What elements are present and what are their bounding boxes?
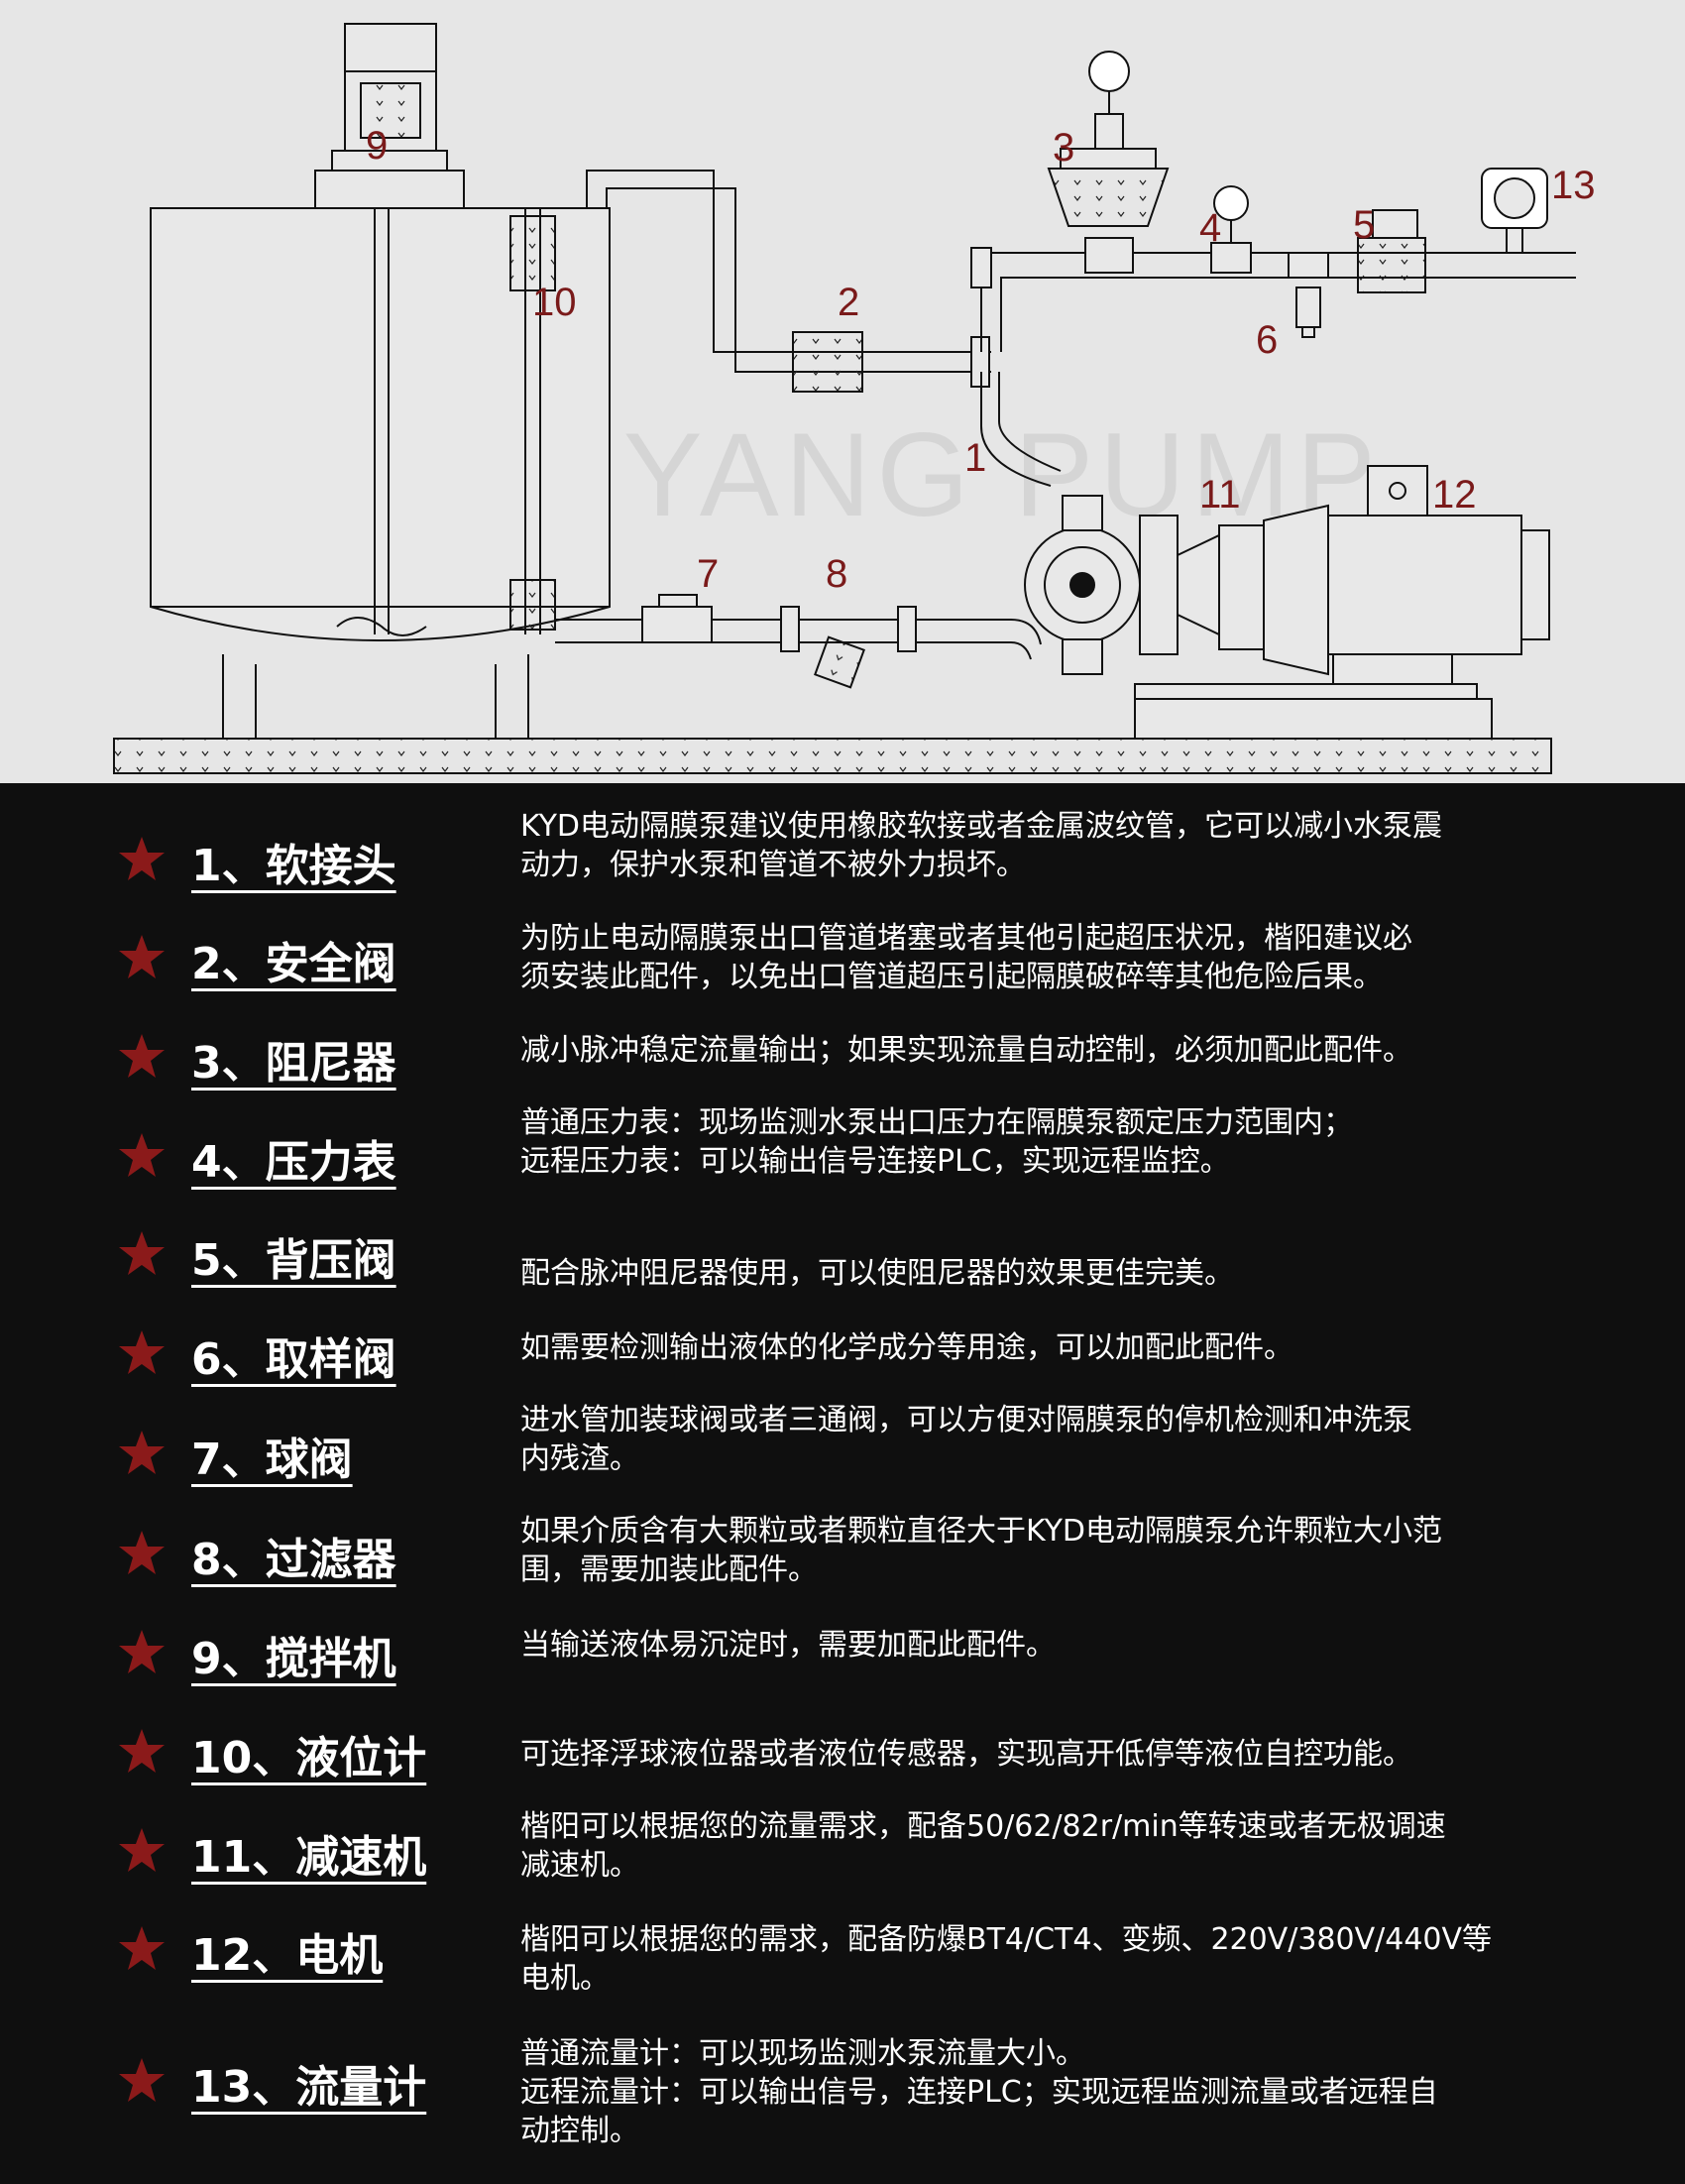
star-icon: [119, 1330, 165, 1374]
legend-title: 1、软接头: [191, 841, 396, 891]
star-icon: [119, 1729, 165, 1773]
legend-title: 13、流量计: [191, 2062, 427, 2113]
callout-9: 9: [366, 124, 388, 168]
mixing-tank: [150, 23, 611, 739]
legend-description: 为防止电动隔膜泵出口管道堵塞或者其他引起超压状况，楷阳建议必 须安装此配件，以免…: [520, 921, 1412, 994]
callout-13: 13: [1551, 164, 1596, 207]
callout-10: 10: [532, 281, 577, 324]
legend-description: 当输送液体易沉淀时，需要加配此配件。: [520, 1628, 1056, 1663]
legend-description: 楷阳可以根据您的需求，配备防爆BT4/CT4、变频、220V/380V/440V…: [520, 1922, 1493, 1996]
callout-12: 12: [1432, 473, 1477, 517]
legend-description: 减小脉冲稳定流量输出；如果实现流量自动控制，必须加配此配件。: [520, 1033, 1412, 1068]
piping: [555, 51, 1576, 740]
star-icon: [119, 1531, 165, 1574]
legend-title: 5、背压阀: [191, 1235, 396, 1286]
legend-description: 普通压力表：现场监测水泵出口压力在隔膜泵额定压力范围内； 远程压力表：可以输出信…: [520, 1105, 1353, 1179]
callout-11: 11: [1199, 473, 1241, 517]
legend-title: 3、阻尼器: [191, 1038, 396, 1089]
callout-8: 8: [826, 552, 847, 596]
star-icon: [119, 1630, 165, 1673]
legend-description: 配合脉冲阻尼器使用，可以使阻尼器的效果更佳完美。: [520, 1256, 1234, 1291]
star-icon: [119, 1431, 165, 1474]
callout-2: 2: [838, 281, 859, 324]
callout-7: 7: [697, 552, 719, 596]
star-icon: [119, 1926, 165, 1970]
star-icon: [119, 1133, 165, 1177]
component-legend: 1、软接头 KYD电动隔膜泵建议使用橡胶软接或者金属波纹管，它可以减小水泵震 动力…: [0, 783, 1685, 2184]
legend-title: 12、电机: [191, 1930, 384, 1981]
star-icon: [119, 837, 165, 880]
legend-title: 6、取样阀: [191, 1334, 396, 1385]
star-icon: [119, 2058, 165, 2102]
star-icon: [119, 935, 165, 978]
star-icon: [119, 1828, 165, 1872]
legend-title: 11、减速机: [191, 1832, 427, 1883]
star-icon: [119, 1231, 165, 1275]
legend-description: 普通流量计：可以现场监测水泵流量大小。 远程流量计：可以输出信号，连接PLC；实…: [520, 2036, 1438, 2148]
legend-title: 7、球阀: [191, 1435, 353, 1485]
ground-slab: [113, 738, 1552, 774]
legend-description: 可选择浮球液位器或者液位传感器，实现高开低停等液位自控功能。: [520, 1737, 1412, 1772]
legend-title: 9、搅拌机: [191, 1634, 396, 1684]
legend-title: 8、过滤器: [191, 1535, 396, 1585]
star-icon: [119, 1034, 165, 1078]
legend-title: 4、压力表: [191, 1137, 396, 1188]
legend-description: KYD电动隔膜泵建议使用橡胶软接或者金属波纹管，它可以减小水泵震 动力，保护水泵…: [520, 809, 1443, 882]
legend-description: 如需要检测输出液体的化学成分等用途，可以加配此配件。: [520, 1330, 1293, 1365]
legend-title: 2、安全阀: [191, 939, 396, 989]
callout-1: 1: [964, 436, 986, 480]
callout-3: 3: [1053, 126, 1074, 170]
installation-diagram: KAI YANG PUMP: [0, 0, 1685, 783]
callout-6: 6: [1256, 318, 1278, 362]
legend-title: 10、液位计: [191, 1733, 427, 1783]
legend-description: 楷阳可以根据您的流量需求，配备50/62/82r/min等转速或者无极调速 减速…: [520, 1809, 1446, 1883]
legend-description: 如果介质含有大颗粒或者颗粒直径大于KYD电动隔膜泵允许颗粒大小范 围，需要加装此…: [520, 1514, 1443, 1587]
legend-description: 进水管加装球阀或者三通阀，可以方便对隔膜泵的停机检测和冲洗泵 内残渣。: [520, 1403, 1412, 1476]
callout-4: 4: [1199, 206, 1221, 250]
callout-5: 5: [1353, 203, 1375, 247]
